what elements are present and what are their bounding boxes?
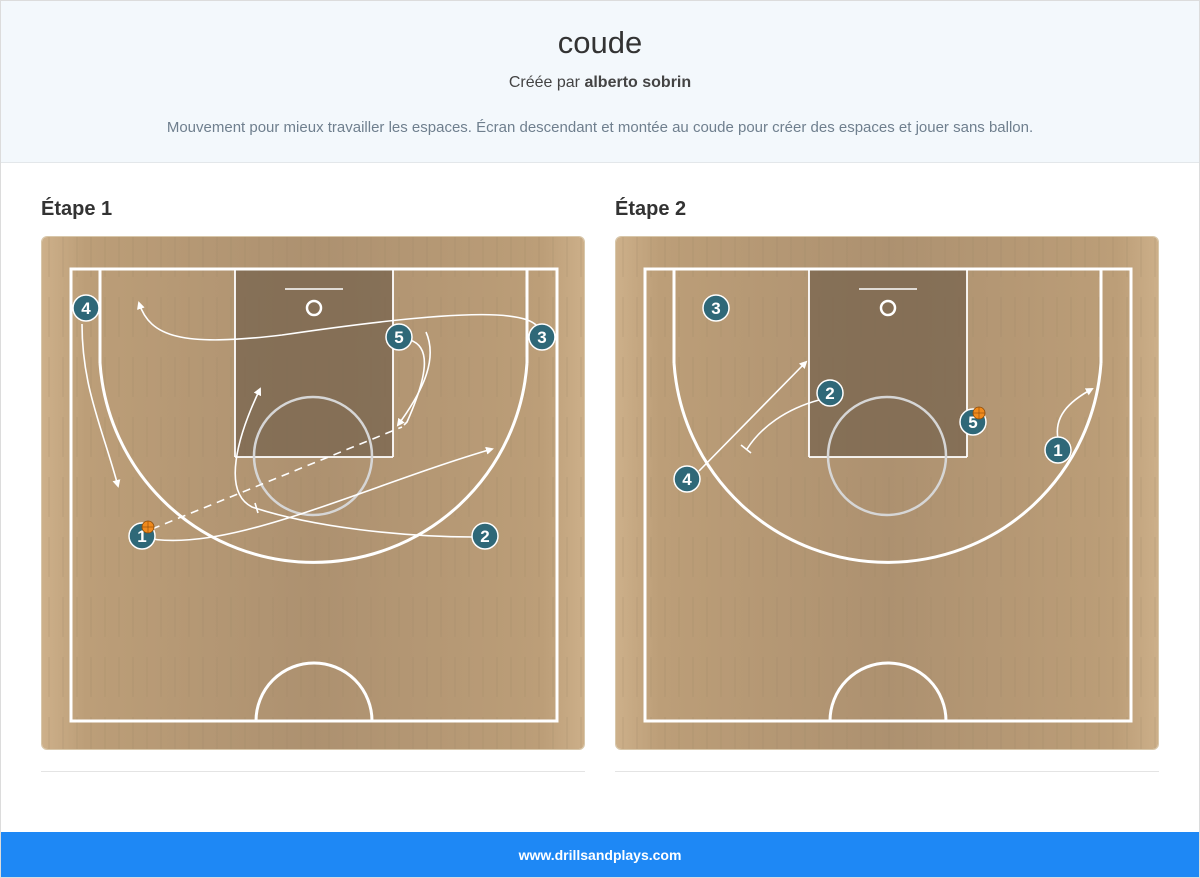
footer-site-link[interactable]: www.drillsandplays.com <box>518 846 682 863</box>
step-2-players: 3 2 5 4 <box>673 294 1072 493</box>
svg-text:4: 4 <box>81 299 91 318</box>
basketball-icon <box>972 406 986 420</box>
byline: Créée par alberto sobrin <box>1 74 1199 92</box>
page-title: coude <box>557 25 643 60</box>
author-name: alberto sobrin <box>584 74 692 91</box>
player-2[interactable]: 2 <box>471 522 499 550</box>
basketball-icon <box>141 520 155 534</box>
cut-line-2 <box>234 387 475 538</box>
cut-line-4 <box>81 323 121 488</box>
step-2-divider <box>615 771 1159 772</box>
page-footer: www.drillsandplays.com <box>1 832 1199 877</box>
pass-line <box>151 426 403 530</box>
play-description: Mouvement pour mieux travailler les espa… <box>166 119 1034 136</box>
player-5[interactable]: 5 <box>959 406 987 436</box>
player-1[interactable]: 1 <box>1044 436 1072 464</box>
cut-line-3 <box>137 301 541 341</box>
screen-line-5b <box>396 331 431 427</box>
svg-text:3: 3 <box>537 328 546 347</box>
court-lines <box>643 267 1133 723</box>
created-by-label: Créée par <box>508 74 580 91</box>
cut-line-4 <box>698 360 808 472</box>
step-2-court: 3 2 5 4 <box>615 236 1159 750</box>
step-2-title: Étape 2 <box>615 198 687 220</box>
step-2: Étape 2 <box>615 196 1159 772</box>
screen-mark <box>254 502 259 514</box>
svg-text:4: 4 <box>682 470 692 489</box>
court-lines <box>69 267 559 723</box>
svg-text:2: 2 <box>480 527 489 546</box>
player-4[interactable]: 4 <box>72 294 100 322</box>
step-2-court-diagram: 3 2 5 4 <box>616 237 1158 749</box>
cut-line-1 <box>1056 388 1094 440</box>
step-1-divider <box>41 771 585 772</box>
svg-text:5: 5 <box>968 413 977 432</box>
svg-text:3: 3 <box>711 299 720 318</box>
screen-line-2 <box>746 399 820 450</box>
player-3[interactable]: 3 <box>702 294 730 322</box>
step-1-court: 4 5 3 2 1 <box>41 236 585 750</box>
svg-text:5: 5 <box>394 328 403 347</box>
movement-lines <box>81 301 541 542</box>
step-1: Étape 1 <box>41 196 585 772</box>
paint-area <box>809 269 967 457</box>
paint-area <box>235 269 393 457</box>
screen-mark <box>740 444 752 454</box>
player-5[interactable]: 5 <box>385 323 413 351</box>
page-header: coude Créée par alberto sobrin Mouvement… <box>1 1 1199 163</box>
screen-line-5a <box>403 339 426 426</box>
step-1-title: Étape 1 <box>41 198 113 220</box>
step-1-court-diagram: 4 5 3 2 1 <box>42 237 584 749</box>
player-2[interactable]: 2 <box>816 379 844 407</box>
player-3[interactable]: 3 <box>528 323 556 351</box>
player-4[interactable]: 4 <box>673 465 701 493</box>
svg-text:2: 2 <box>825 384 834 403</box>
svg-text:1: 1 <box>1053 441 1062 460</box>
dribble-line-1 <box>141 446 494 542</box>
player-1[interactable]: 1 <box>128 520 156 550</box>
step-1-players: 4 5 3 2 1 <box>72 294 556 550</box>
movement-lines <box>698 360 1094 472</box>
svg-text:1: 1 <box>137 527 146 546</box>
